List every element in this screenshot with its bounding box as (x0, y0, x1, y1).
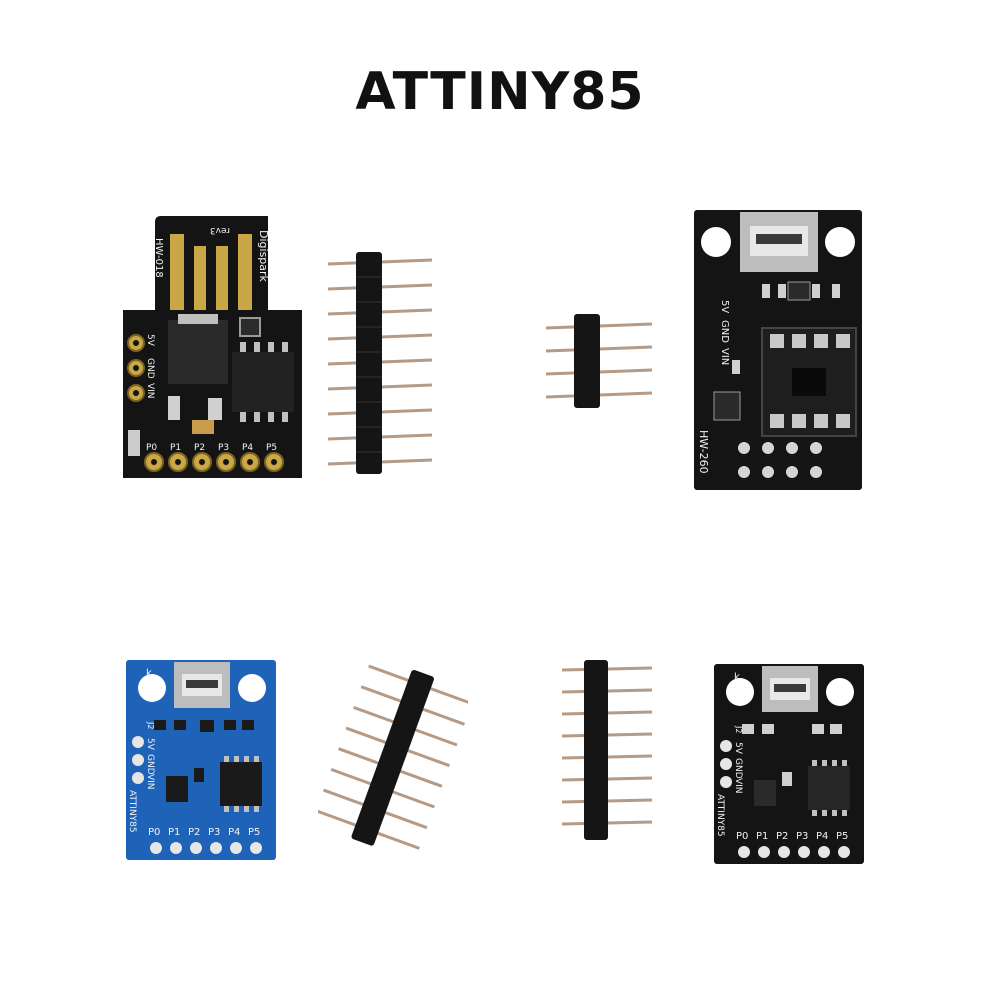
header-plastic (574, 314, 600, 408)
pin-pad (720, 776, 732, 788)
pin-label: 5V (733, 742, 743, 755)
jumper-label: J2 (734, 725, 743, 733)
pin-label: 5V (145, 738, 155, 751)
board-marker-label: k (146, 668, 152, 679)
usb-contact (194, 246, 206, 310)
chip-label: ATTINY85 (127, 790, 137, 833)
pin-label: GND (145, 358, 155, 379)
usb-contact (238, 234, 252, 310)
pin-label: GND (145, 754, 155, 775)
pin-pad (190, 842, 202, 854)
pin-pad (720, 740, 732, 752)
mounting-hole (826, 678, 854, 706)
board-model-label: HW-260 (697, 430, 710, 474)
header-plastic (351, 669, 434, 846)
pin-header-4 (545, 314, 653, 408)
pin-label: P4 (816, 831, 828, 842)
pin-pad (132, 754, 144, 766)
pin-label: P1 (170, 443, 181, 453)
pin-pad (720, 758, 732, 770)
board-marker-label: k (734, 672, 740, 683)
pin-pad (738, 442, 750, 454)
pin-pad (210, 842, 222, 854)
pin-pad (786, 442, 798, 454)
pin-label: VIN (145, 774, 155, 790)
pin-pad (250, 842, 262, 854)
pin-label: VIN (719, 348, 730, 365)
pin-label: P4 (228, 827, 240, 838)
pin-label: P0 (146, 443, 157, 453)
mounting-hole (138, 674, 166, 702)
pin-label: P4 (242, 443, 253, 453)
pin-pad (778, 846, 790, 858)
attiny85-chip (220, 762, 262, 806)
pin-label: P3 (796, 831, 808, 842)
pin-pad (786, 466, 798, 478)
pin-pad (762, 442, 774, 454)
usb-contact (216, 246, 228, 310)
pin-pad (758, 846, 770, 858)
mounting-hole (238, 674, 266, 702)
pin-label: P3 (208, 827, 220, 838)
pin-pad (798, 846, 810, 858)
pin-pad (810, 466, 822, 478)
pin-pad (838, 846, 850, 858)
pin-pad (762, 466, 774, 478)
pin-pad (230, 842, 242, 854)
header-plastic (584, 660, 608, 840)
header-plastic (356, 252, 382, 474)
pin-label: P5 (836, 831, 848, 842)
pin-label: P2 (194, 443, 205, 453)
pin-header-8 (561, 660, 653, 840)
pin-label: GND (733, 758, 743, 779)
mounting-hole (726, 678, 754, 706)
usb-contact (170, 234, 184, 310)
pin-label: P5 (266, 443, 277, 453)
pin-label: VIN (733, 778, 743, 794)
pin-label: VIN (145, 383, 155, 399)
chip-label: ATTINY85 (715, 794, 725, 837)
pin-pad (132, 772, 144, 784)
board-brand-label: Digispark (257, 230, 270, 283)
pin-label: P2 (188, 827, 200, 838)
pin-label: P1 (756, 831, 768, 842)
pin-pad (170, 842, 182, 854)
programmer-board: 5V GND VIN HW-260 (694, 210, 862, 490)
pin-header-9 (327, 252, 433, 474)
black-attiny85-board: k J2 5V GND VIN ATTINY85 P0 P1 P2 P3 P4 … (714, 664, 864, 864)
pin-label: 5V (145, 334, 155, 347)
pin-label: P5 (248, 827, 260, 838)
pin-pad (150, 842, 162, 854)
attiny85-chip (232, 352, 294, 412)
pin-pad (738, 846, 750, 858)
pin-label: 5V (719, 300, 730, 313)
jumper-label: J2 (146, 721, 155, 729)
pin-label: P0 (736, 831, 748, 842)
pin-pad (738, 466, 750, 478)
pin-label: P2 (776, 831, 788, 842)
pin-label: P3 (218, 443, 229, 453)
mounting-hole (701, 227, 731, 257)
blue-attiny85-board: k J2 5V GND VIN ATTINY85 P0 P1 P2 P3 P4 … (126, 660, 276, 860)
product-title: ATTINY85 (355, 62, 645, 122)
pin-pad (810, 442, 822, 454)
pin-pad (132, 736, 144, 748)
digispark-board: Digispark rev3 HW-018 5V GND VIN P0 P1 P… (123, 216, 302, 478)
pin-header-8-tilted (318, 664, 468, 850)
pin-label: GND (719, 320, 730, 343)
board-revision-label: rev3 (210, 225, 230, 235)
attiny85-chip (808, 766, 850, 810)
board-model-label: HW-018 (153, 238, 164, 278)
pin-pad (818, 846, 830, 858)
mounting-hole (825, 227, 855, 257)
pin-label: P1 (168, 827, 180, 838)
pin-label: P0 (148, 827, 160, 838)
voltage-regulator (168, 320, 228, 384)
